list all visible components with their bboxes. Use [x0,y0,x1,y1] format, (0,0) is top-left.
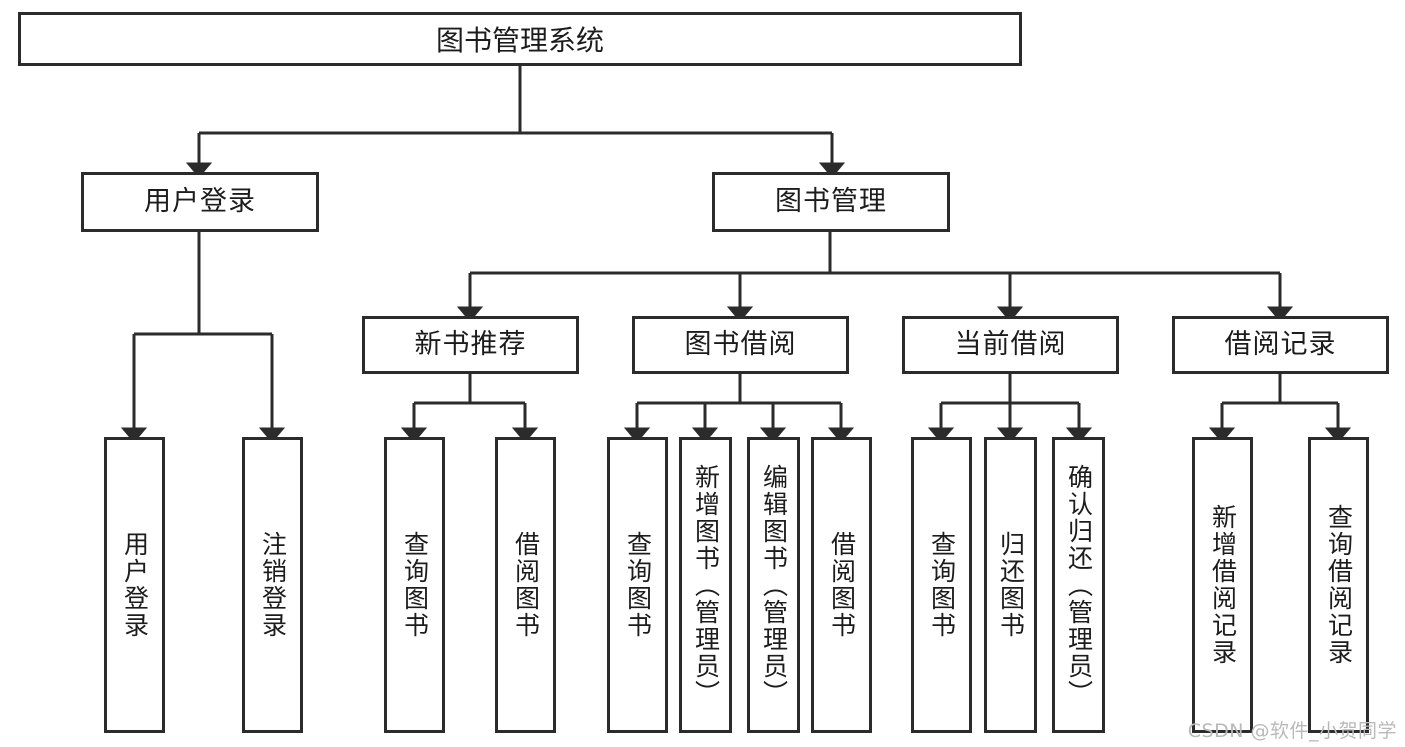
leaf-borrow-record-1[interactable]: 查询借阅记录 [1308,437,1369,733]
leaf-label: 注销登录 [258,531,288,639]
leaf-label: 查询图书 [927,531,957,639]
node-book-borrow[interactable]: 图书借阅 [632,316,849,374]
leaf-label: 查询图书 [400,531,430,639]
leaf-label: 查询借阅记录 [1324,504,1354,666]
leaf-user-login-0[interactable]: 用户登录 [104,437,165,733]
node-new-book-recommend-label: 新书推荐 [414,329,527,361]
leaf-current-borrow-1[interactable]: 归还图书 [984,437,1037,733]
node-user-login-label: 用户登录 [144,186,256,218]
leaf-user-login-1[interactable]: 注销登录 [242,437,303,733]
leaf-label: 新增图书（管理员） [691,463,721,707]
leaf-label: 查询图书 [623,531,653,639]
watermark-text: CSDN @软件_小贺同学 [1187,720,1397,742]
node-book-manage[interactable]: 图书管理 [712,172,950,232]
node-user-login[interactable]: 用户登录 [81,172,319,232]
leaf-label: 编辑图书（管理员） [759,463,789,707]
leaf-label: 借阅图书 [511,531,541,639]
leaf-label: 借阅图书 [827,531,857,639]
leaf-new-book-recommend-1[interactable]: 借阅图书 [495,437,556,733]
leaf-book-borrow-3[interactable]: 借阅图书 [811,437,872,733]
leaf-new-book-recommend-0[interactable]: 查询图书 [384,437,445,733]
leaf-label: 用户登录 [120,531,150,639]
node-new-book-recommend[interactable]: 新书推荐 [362,316,579,374]
node-current-borrow-label: 当前借阅 [954,329,1067,361]
node-book-borrow-label: 图书借阅 [684,329,797,361]
leaf-book-borrow-2[interactable]: 编辑图书（管理员） [747,437,800,733]
leaf-label: 确认归还（管理员） [1064,463,1094,707]
node-borrow-record[interactable]: 借阅记录 [1172,316,1389,374]
leaf-label: 新增借阅记录 [1208,504,1238,666]
node-root[interactable]: 图书管理系统 [18,12,1022,66]
node-current-borrow[interactable]: 当前借阅 [902,316,1119,374]
node-borrow-record-label: 借阅记录 [1224,329,1337,361]
node-book-manage-label: 图书管理 [775,186,887,218]
leaf-label: 归还图书 [996,531,1026,639]
node-root-label: 图书管理系统 [435,24,604,57]
leaf-current-borrow-0[interactable]: 查询图书 [911,437,972,733]
leaf-book-borrow-0[interactable]: 查询图书 [607,437,668,733]
leaf-current-borrow-2[interactable]: 确认归还（管理员） [1052,437,1105,733]
leaf-borrow-record-0[interactable]: 新增借阅记录 [1192,437,1253,733]
leaf-book-borrow-1[interactable]: 新增图书（管理员） [679,437,732,733]
